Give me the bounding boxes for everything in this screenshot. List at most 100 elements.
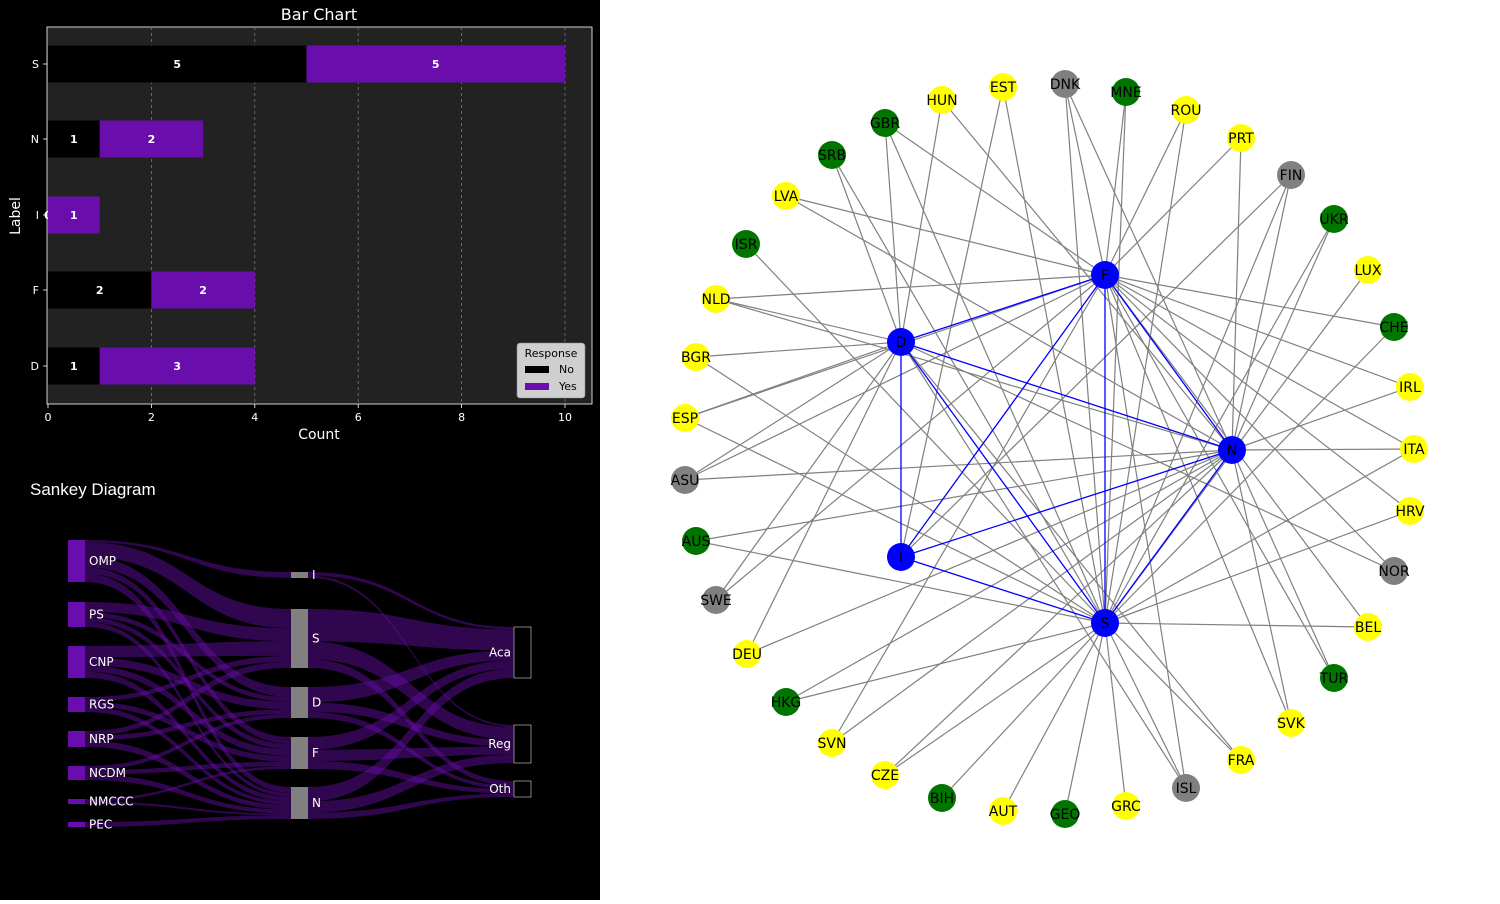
network-edge xyxy=(1104,448,1415,624)
bar-grid xyxy=(150,27,566,404)
sankey-link xyxy=(85,661,291,736)
sankey-node-source xyxy=(68,646,85,678)
sankey-node-target xyxy=(513,780,532,798)
network-country-node xyxy=(772,182,800,210)
bar-x-tick-label: 10 xyxy=(558,411,572,424)
sankey-link xyxy=(85,713,291,771)
bar-x-tick-label: 0 xyxy=(45,411,52,424)
network-country-label: GRC xyxy=(1111,799,1141,815)
network-edge xyxy=(900,174,1292,558)
network-edge xyxy=(1231,448,1415,451)
sankey-link xyxy=(308,702,514,747)
bar-legend: Response No Yes xyxy=(516,342,586,399)
network-edge xyxy=(1104,622,1369,628)
network-country-label: DNK xyxy=(1050,77,1081,93)
network-edge xyxy=(785,195,1233,451)
network-country-label: MNE xyxy=(1110,85,1141,101)
network-country-label: DEU xyxy=(732,647,762,663)
sankey-node-target xyxy=(513,626,532,679)
sankey-node-source xyxy=(68,766,85,780)
network-edge xyxy=(884,622,1106,776)
network-country-label: NLD xyxy=(701,292,730,308)
network-country-label: BGR xyxy=(681,350,711,366)
network-country-node xyxy=(1227,124,1255,152)
network-country-node xyxy=(1396,373,1424,401)
sankey-link xyxy=(308,711,514,790)
bar-x-tick-label: 2 xyxy=(148,411,155,424)
network-country-node xyxy=(989,797,1017,825)
network-country-node xyxy=(1320,205,1348,233)
network-hub-edge xyxy=(900,556,1106,624)
sankey-node-label: NRP xyxy=(89,732,114,746)
sankey-link xyxy=(308,761,514,794)
network-edge xyxy=(1104,622,1127,807)
sankey-node-label: PEC xyxy=(89,818,112,832)
network-edge xyxy=(1104,109,1187,624)
sankey-node-middle xyxy=(291,787,308,819)
network-hub-label: I xyxy=(899,550,903,566)
sankey-link xyxy=(85,801,291,816)
sankey-node-middle xyxy=(291,572,308,578)
bar-segment-no xyxy=(48,120,100,158)
network-edge xyxy=(900,341,1395,572)
network-country-node xyxy=(1227,746,1255,774)
bar-data-label: 2 xyxy=(96,284,104,297)
network-edge xyxy=(715,298,1233,451)
sankey-link xyxy=(85,542,291,629)
bar-plot-area xyxy=(46,26,593,405)
network-hub-label: N xyxy=(1227,443,1237,459)
network-country-label: GBR xyxy=(870,116,900,132)
network-edge xyxy=(1064,83,1106,276)
sankey-node-source xyxy=(68,697,85,712)
network-country-node xyxy=(818,141,846,169)
bar-x-tick-label: 6 xyxy=(355,411,362,424)
network-country-label: BEL xyxy=(1355,620,1381,636)
network-country-node xyxy=(871,761,899,789)
sankey-node-source xyxy=(68,540,85,582)
bar-x-axis-label: Count xyxy=(298,427,340,443)
network-country-node xyxy=(702,586,730,614)
bar-y-tick-label: I xyxy=(36,209,39,222)
network-edges xyxy=(684,83,1415,815)
sankey-links xyxy=(85,540,514,827)
network-country-label: HRV xyxy=(1395,504,1424,520)
network-country-node xyxy=(1112,792,1140,820)
bar-y-tick-label: N xyxy=(31,133,39,146)
network-country-label: IRL xyxy=(1399,380,1421,396)
sankey-link xyxy=(308,660,514,750)
bar-y-tick-label: F xyxy=(33,284,39,297)
bar-data-label: 5 xyxy=(432,58,440,71)
network-country-label: SRB xyxy=(818,148,846,164)
network-edge xyxy=(900,86,1004,558)
bar-segment-yes xyxy=(48,196,100,234)
network-country-label: ITA xyxy=(1403,442,1425,458)
network-country-label: UKR xyxy=(1319,212,1348,228)
sankey-link xyxy=(308,650,514,703)
network-country-label: NOR xyxy=(1378,564,1409,580)
bar-x-tick-label: 8 xyxy=(458,411,465,424)
network-country-label: PRT xyxy=(1228,131,1254,147)
sankey-link xyxy=(85,740,291,810)
sankey-link xyxy=(308,609,514,651)
sankey-link xyxy=(85,612,291,702)
network-edge xyxy=(1104,274,1411,388)
network-country-node xyxy=(772,688,800,716)
network-edge xyxy=(900,341,1187,789)
network-hub-node xyxy=(1218,436,1246,464)
sankey-link xyxy=(85,567,291,744)
network-edge xyxy=(1104,218,1335,624)
network-hub-node xyxy=(887,328,915,356)
network-country-label: FIN xyxy=(1280,168,1303,184)
network-edge xyxy=(684,341,902,481)
network-country-label: ROU xyxy=(1171,103,1202,119)
network-country-node xyxy=(1277,161,1305,189)
network-country-node xyxy=(671,404,699,432)
network-country-label: BIH xyxy=(930,791,954,807)
network-edge xyxy=(684,274,1106,481)
network-country-node xyxy=(1051,800,1079,828)
